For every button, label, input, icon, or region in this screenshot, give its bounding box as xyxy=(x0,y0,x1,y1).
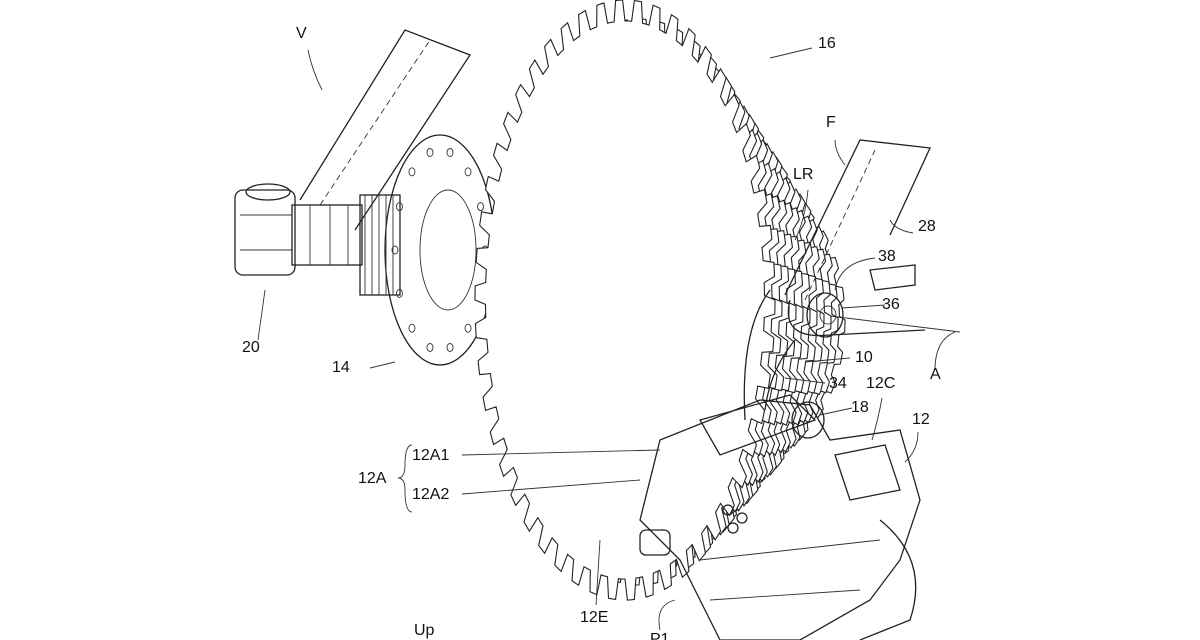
hub-14 xyxy=(359,134,496,366)
label-F: F xyxy=(826,114,836,131)
label-V: V xyxy=(296,25,307,42)
label-20: 20 xyxy=(242,339,260,356)
label-A: A xyxy=(930,366,941,383)
label-12A2: 12A2 xyxy=(412,486,450,503)
hub-hole xyxy=(477,202,484,212)
hub-hole xyxy=(426,148,434,157)
label-LR: LR xyxy=(793,166,814,183)
label-14: 14 xyxy=(332,359,350,376)
hub-hole xyxy=(408,323,416,333)
label-P1: P1 xyxy=(650,631,670,640)
leader-lines xyxy=(257,47,956,631)
label-12: 12 xyxy=(912,411,930,428)
hub-hole xyxy=(446,343,454,352)
label-12C: 12C xyxy=(866,375,896,392)
label-28: 28 xyxy=(918,218,936,235)
right-frame-stay-28 xyxy=(784,139,961,338)
hub-hole xyxy=(396,288,403,298)
hub-hole xyxy=(391,245,399,255)
hub-hole xyxy=(464,167,472,177)
hub-hole xyxy=(396,202,403,212)
axle-end-20 xyxy=(234,183,363,276)
hub-hole xyxy=(426,343,434,352)
derailleur-hanger-10 xyxy=(743,289,796,421)
label-Up: Up xyxy=(414,622,435,639)
rear-derailleur-12 xyxy=(639,394,921,640)
label-16: 16 xyxy=(818,35,836,52)
hub-hole xyxy=(408,167,416,177)
hub-hole xyxy=(464,323,472,333)
label-18: 18 xyxy=(851,399,869,416)
label-38: 38 xyxy=(878,248,896,265)
label-12A1: 12A1 xyxy=(412,447,450,464)
label-10: 10 xyxy=(855,349,873,366)
left-frame-stay xyxy=(299,29,471,231)
label-36: 36 xyxy=(882,296,900,313)
hub-hole xyxy=(446,148,454,157)
label-12A: 12A xyxy=(358,470,387,487)
cassette-16 xyxy=(474,0,846,601)
label-12E: 12E xyxy=(580,609,609,626)
label-34: 34 xyxy=(829,375,847,392)
